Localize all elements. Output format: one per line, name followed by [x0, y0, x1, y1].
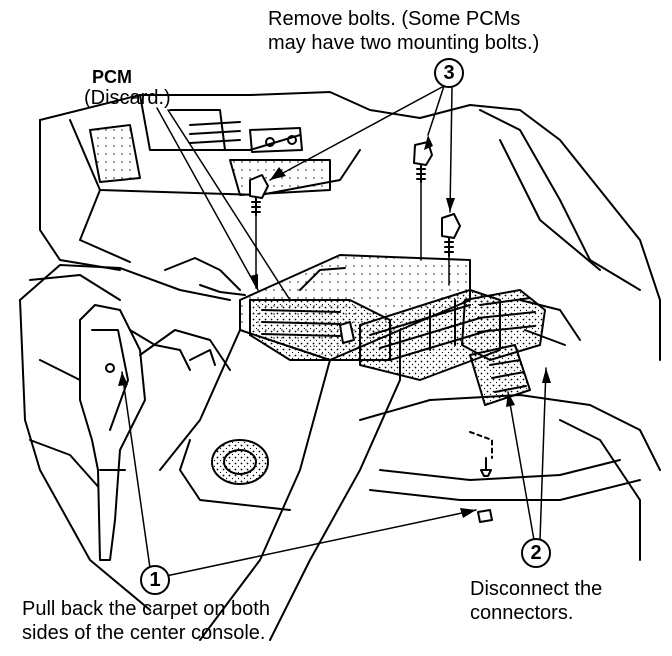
step-2-callout: 2 [521, 538, 551, 568]
carpet-fastener [469, 431, 493, 523]
mounting-bolts [249, 141, 461, 289]
carpet-instruction-line1: Pull back the carpet on both [22, 598, 270, 620]
wire-harness [129, 257, 246, 371]
leader-lines [121, 85, 547, 577]
shift-lever [79, 304, 231, 561]
connectors-instruction-line2: connectors. [470, 602, 574, 624]
step-3-callout: 3 [434, 58, 464, 88]
carpet-instruction-line2: sides of the center console. [22, 622, 266, 644]
remove-bolts-instruction-line2: may have two mounting bolts.) [268, 32, 540, 54]
pcm-connectors [461, 289, 581, 406]
leader-arrowheads [118, 135, 551, 518]
pcm-label: PCM [92, 67, 132, 87]
pcm-discard-note: (Discard.) [84, 87, 171, 109]
step-1-callout: 1 [140, 565, 170, 595]
carpet-floor [19, 264, 661, 611]
connectors-instruction-line1: Disconnect the [470, 578, 603, 600]
remove-bolts-instruction-line1: Remove bolts. (Some PCMs [268, 8, 521, 30]
